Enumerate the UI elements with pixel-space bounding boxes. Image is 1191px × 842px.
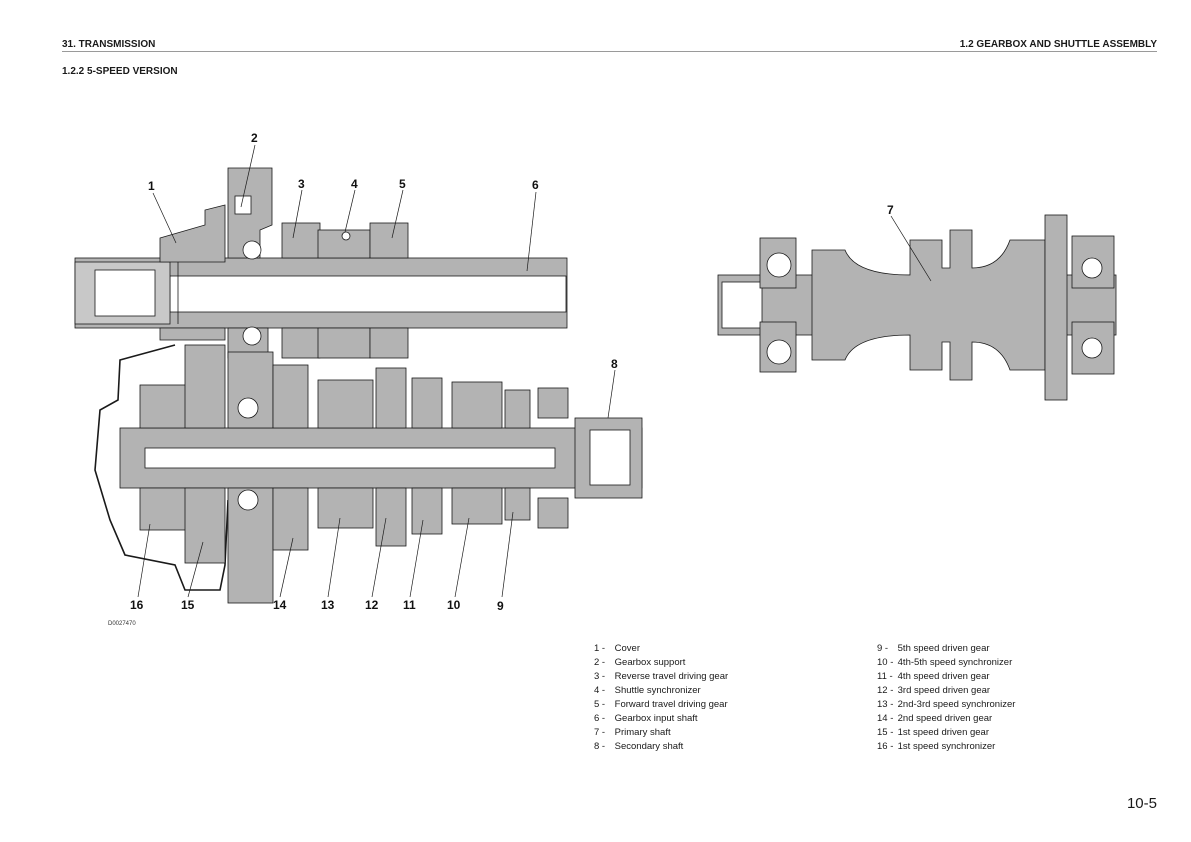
- shuttle-synchronizer: [317, 229, 371, 259]
- callout-13: 13: [321, 598, 335, 612]
- legend-item: 4 - Shuttle synchronizer: [594, 685, 701, 696]
- callout-8: 8: [611, 357, 618, 371]
- primary-shaft-body: [811, 229, 1046, 381]
- callout-5: 5: [399, 177, 406, 191]
- second-third-synchronizer: [317, 379, 374, 429]
- reverse-driving-gear: [281, 222, 321, 259]
- callout-11: 11: [403, 598, 416, 612]
- legend-item: 5 - Forward travel driving gear: [594, 699, 728, 710]
- legend-item: 1 - Cover: [594, 643, 640, 654]
- fourth-fifth-synchronizer: [451, 381, 503, 429]
- legend-item: 8 - Secondary shaft: [594, 741, 684, 752]
- first-speed-driven-gear: [184, 487, 226, 564]
- callout-4: 4: [351, 177, 358, 191]
- callout-6: 6: [532, 178, 539, 192]
- legend-item: 15 - 1st speed driven gear: [877, 727, 990, 738]
- fourth-speed-driven-gear: [411, 487, 443, 535]
- secondary-shaft-bore: [144, 447, 556, 469]
- legend-right-column: 9 - 5th speed driven gear 10 - 4th-5th s…: [877, 642, 1015, 754]
- legend-item: 16 - 1st speed synchronizer: [877, 741, 996, 752]
- page-number: 10-5: [1126, 795, 1157, 812]
- callout-15: 15: [181, 598, 195, 612]
- legend-item: 7 - Primary shaft: [594, 727, 671, 738]
- legend-item: 9 - 5th speed driven gear: [877, 643, 990, 654]
- header-rule: [62, 51, 1157, 52]
- callout-10: 10: [447, 598, 461, 612]
- section-title: 1.2.2 5-SPEED VERSION: [62, 66, 178, 77]
- callout-9: 9: [497, 599, 504, 613]
- callout-3: 3: [298, 177, 305, 191]
- legend-item: 6 - Gearbox input shaft: [594, 713, 698, 724]
- callout-12: 12: [365, 598, 379, 612]
- third-speed-driven-gear: [375, 487, 407, 547]
- second-speed-driven-gear: [272, 487, 309, 551]
- legend-item: 12 - 3rd speed driven gear: [877, 685, 991, 696]
- fifth-speed-driven-gear: [504, 487, 531, 521]
- legend-item: 3 - Reverse travel driving gear: [594, 671, 729, 682]
- callout-1: 1: [148, 179, 155, 193]
- drawing-code: D0027470: [108, 621, 136, 627]
- header-chapter: 31. TRANSMISSION: [62, 39, 156, 50]
- forward-driving-gear: [369, 222, 409, 259]
- first-speed-synchronizer: [139, 384, 191, 429]
- callout-16: 16: [130, 598, 144, 612]
- input-shaft-bore: [169, 275, 567, 313]
- legend-item: 10 - 4th-5th speed synchronizer: [877, 657, 1013, 668]
- legend-item: 11 - 4th speed driven gear: [877, 671, 990, 682]
- callout-7: 7: [887, 203, 894, 217]
- callout-14: 14: [273, 598, 287, 612]
- legend-item: 2 - Gearbox support: [594, 657, 686, 668]
- cover: [159, 204, 226, 263]
- callout-2: 2: [251, 131, 258, 145]
- legend-left-column: 1 - Cover 2 - Gearbox support 3 - Revers…: [594, 642, 728, 754]
- legend-item: 14 - 2nd speed driven gear: [877, 713, 993, 724]
- header-section: 1.2 GEARBOX AND SHUTTLE ASSEMBLY: [959, 39, 1157, 50]
- legend-item: 13 - 2nd-3rd speed synchronizer: [877, 699, 1016, 710]
- housing-outline: [94, 344, 229, 591]
